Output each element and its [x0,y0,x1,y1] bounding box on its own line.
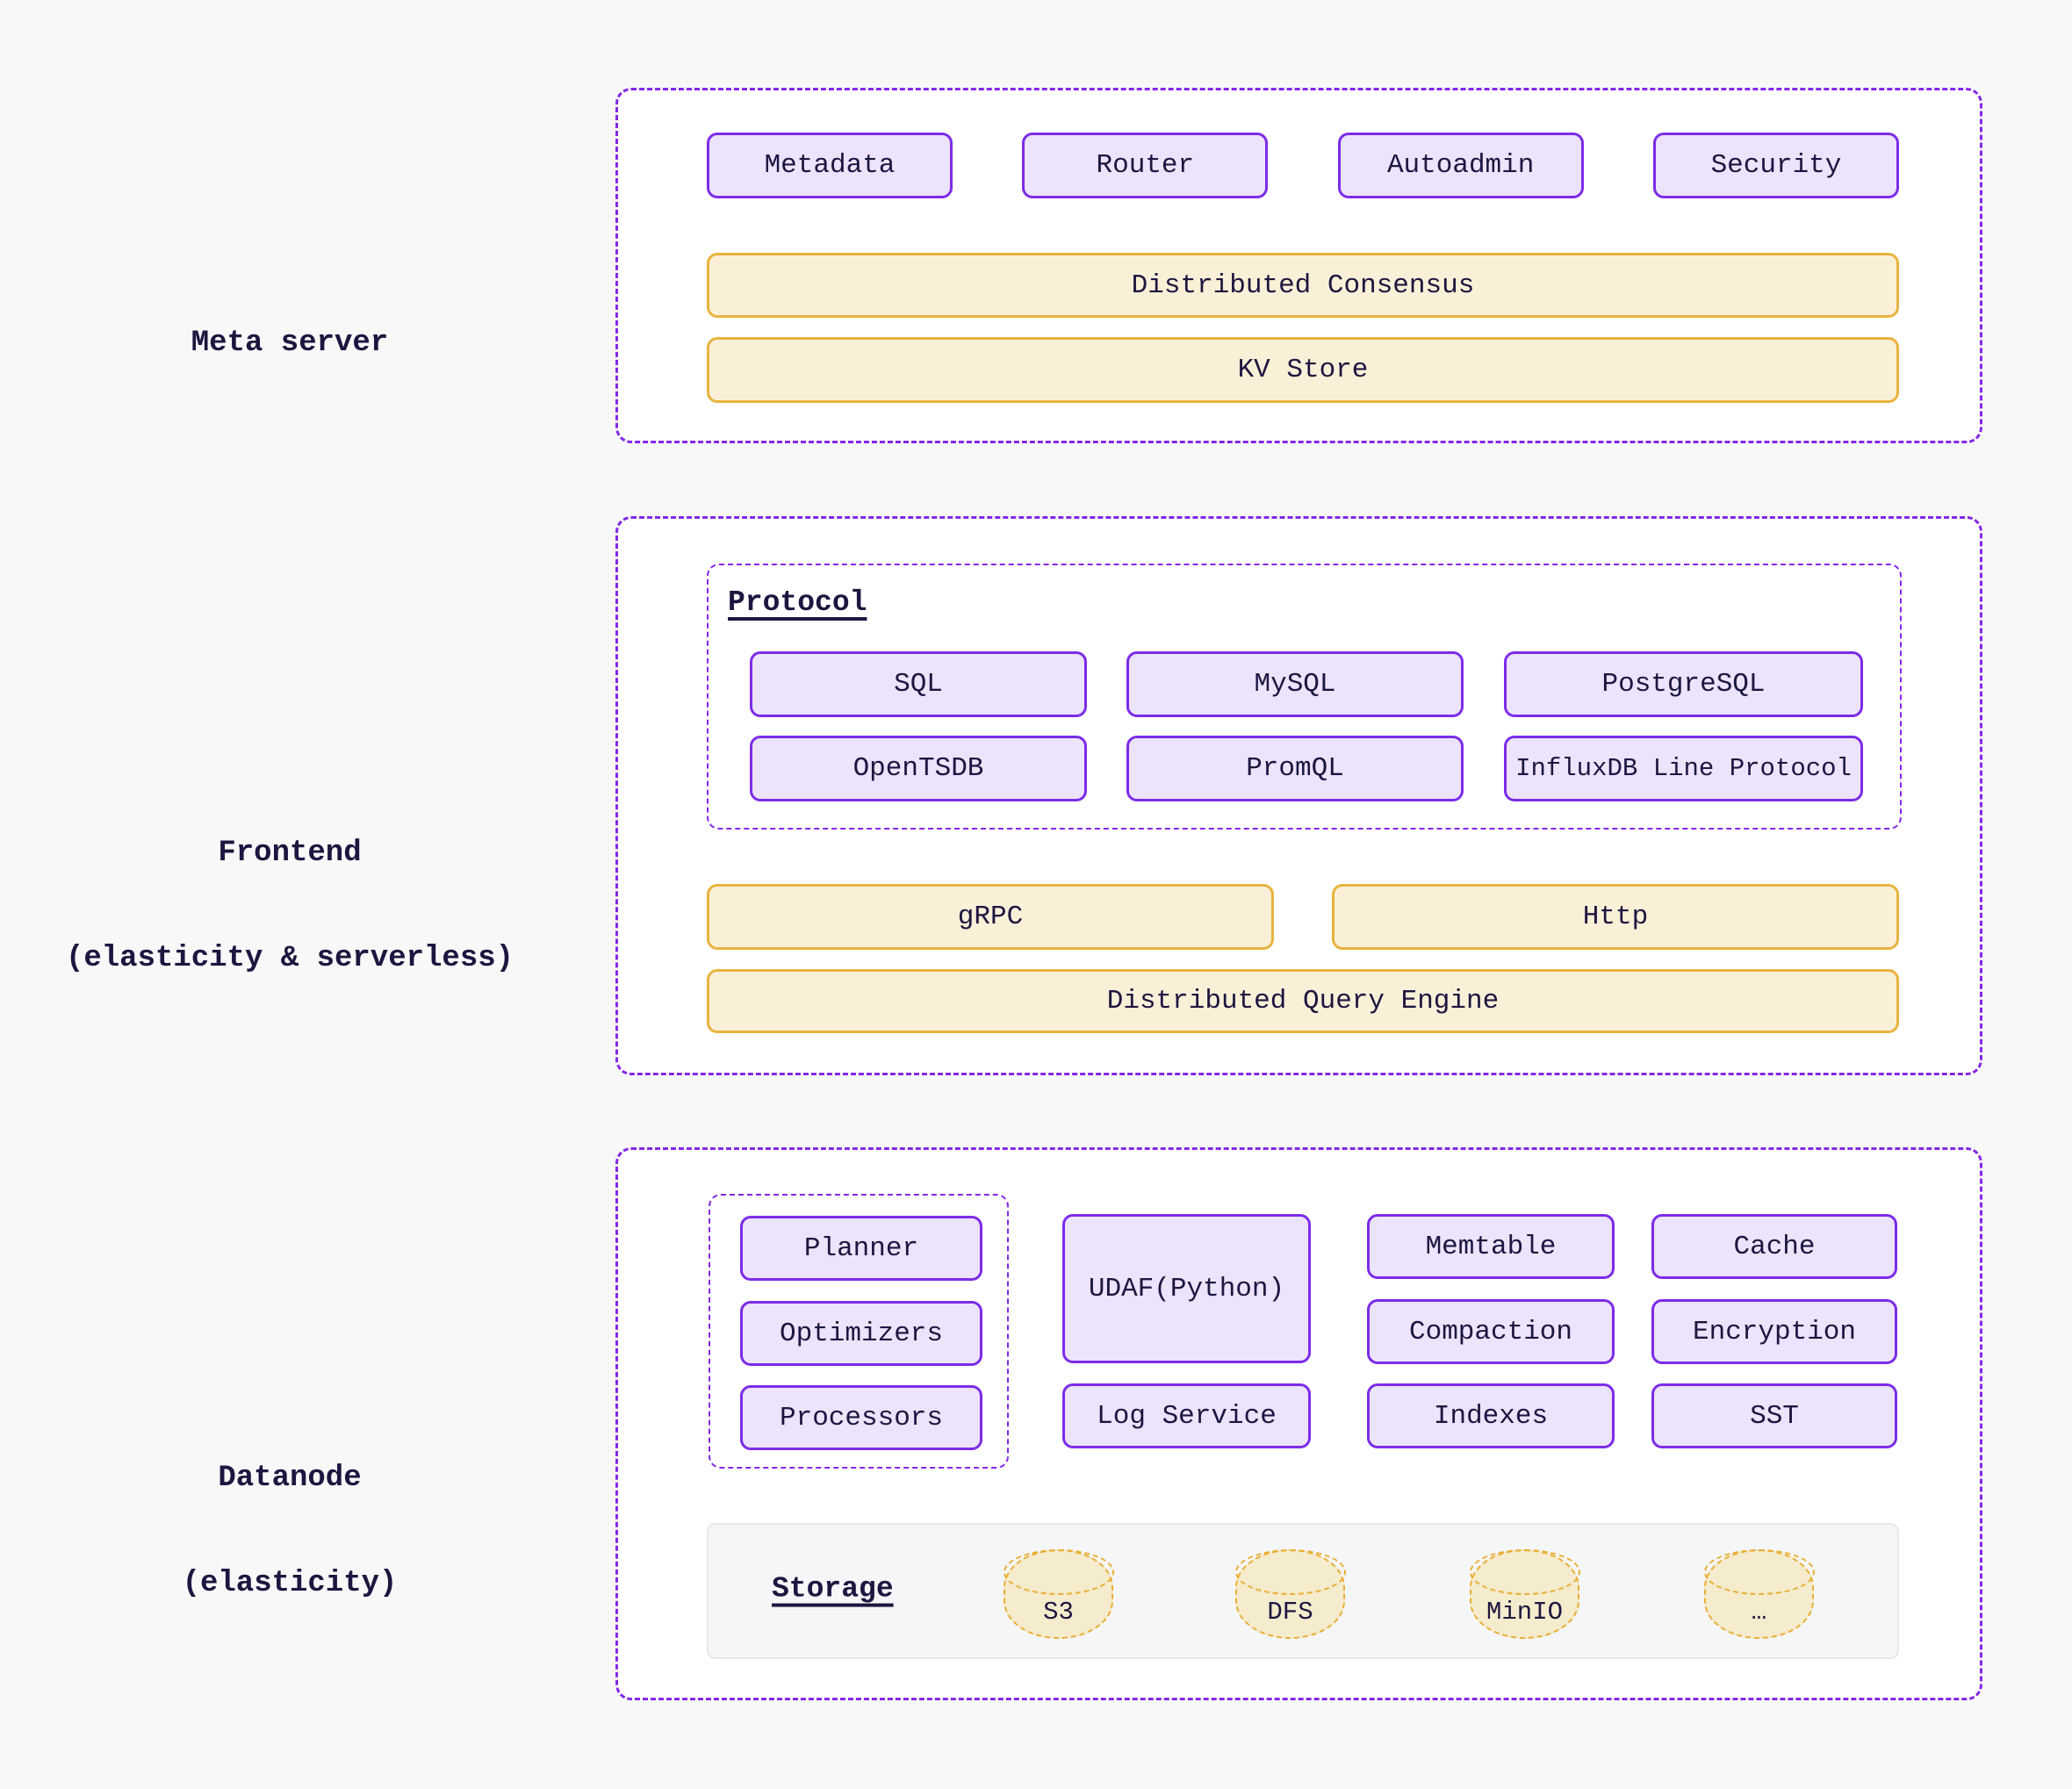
storage-panel: Storage S3 DFS MinIO … [707,1523,1899,1659]
frontend-label: Frontend (elasticity & serverless) [35,765,544,1046]
datanode-section: Planner Optimizers Processors UDAF(Pytho… [615,1147,1982,1700]
node-distributed-consensus: Distributed Consensus [707,253,1899,318]
node-influxdb-line-protocol-label: InfluxDB Line Protocol [1515,754,1852,783]
storage-cylinder-minio: MinIO [1469,1548,1580,1639]
storage-cylinder-minio-label: MinIO [1486,1598,1563,1627]
node-distributed-query-engine: Distributed Query Engine [707,969,1899,1033]
storage-cylinder-dfs: DFS [1234,1548,1346,1639]
node-sql-label: SQL [894,669,943,700]
node-encryption: Encryption [1651,1299,1897,1364]
node-http-label: Http [1582,902,1649,932]
node-compaction: Compaction [1367,1299,1615,1364]
node-security-label: Security [1710,150,1842,181]
meta-server-label-text: Meta server [191,327,389,360]
node-security: Security [1652,133,1899,198]
node-planner: Planner [740,1216,982,1281]
meta-server-section: Metadata Router Autoadmin Security Distr… [615,88,1982,443]
node-indexes-label: Indexes [1433,1400,1549,1432]
node-log-service: Log Service [1062,1383,1311,1448]
node-postgresql: PostgreSQL [1504,651,1863,717]
frontend-section: Protocol SQL MySQL PostgreSQL OpenTSDB P… [615,516,1982,1075]
datanode-label-line1: Datanode [218,1462,362,1495]
cylinder-top-ellipse [1234,1548,1346,1595]
cylinder-top-ellipse [1003,1548,1114,1595]
node-opentsdb-label: OpenTSDB [853,753,984,784]
cylinder-top-ellipse [1469,1548,1580,1595]
cylinder-top-ellipse [1703,1548,1815,1595]
node-encryption-label: Encryption [1692,1316,1857,1347]
node-distributed-consensus-label: Distributed Consensus [1131,269,1475,301]
node-optimizers-label: Optimizers [779,1318,944,1349]
node-sst-label: SST [1750,1400,1799,1432]
storage-cylinder-other-label: … [1751,1598,1767,1627]
node-autoadmin-label: Autoadmin [1386,150,1535,181]
node-processors-label: Processors [779,1402,944,1433]
node-memtable-label: Memtable [1425,1231,1557,1262]
node-kv-store-label: KV Store [1237,355,1369,385]
node-metadata: Metadata [707,133,953,198]
node-distributed-query-engine-label: Distributed Query Engine [1106,986,1500,1017]
node-influxdb-line-protocol: InfluxDB Line Protocol [1504,736,1863,801]
node-compaction-label: Compaction [1408,1316,1573,1347]
node-sst: SST [1651,1383,1897,1448]
storage-title: Storage [772,1572,894,1606]
datanode-label-line2: (elasticity) [182,1567,398,1600]
node-indexes: Indexes [1367,1383,1615,1448]
node-opentsdb: OpenTSDB [750,736,1087,801]
node-planner-label: Planner [803,1232,919,1264]
datanode-label: Datanode (elasticity) [35,1390,544,1671]
frontend-label-line2: (elasticity & serverless) [65,942,514,975]
node-cache-label: Cache [1733,1231,1816,1262]
node-cache: Cache [1651,1214,1897,1279]
node-grpc-label: gRPC [957,902,1024,932]
node-processors: Processors [740,1385,982,1450]
node-promql-label: PromQL [1246,753,1344,784]
meta-server-label: Meta server [35,255,544,431]
frontend-label-line1: Frontend [218,837,362,870]
node-postgresql-label: PostgreSQL [1601,669,1766,700]
node-udaf-python-label: UDAF(Python) [1088,1273,1285,1304]
node-udaf-python: UDAF(Python) [1062,1214,1311,1363]
node-http: Http [1332,884,1899,950]
node-sql: SQL [750,651,1087,717]
node-autoadmin: Autoadmin [1337,133,1584,198]
node-router-label: Router [1096,150,1195,181]
storage-cylinder-dfs-label: DFS [1267,1598,1313,1627]
node-metadata-label: Metadata [764,150,896,181]
node-mysql-label: MySQL [1254,669,1336,700]
storage-cylinder-other: … [1703,1548,1815,1639]
meta-services-row: Metadata Router Autoadmin Security [707,133,1899,198]
storage-cylinder-s3-label: S3 [1043,1598,1074,1627]
node-kv-store: KV Store [707,337,1899,403]
node-router: Router [1022,133,1269,198]
protocol-group-title: Protocol [728,586,867,619]
protocol-group: Protocol SQL MySQL PostgreSQL OpenTSDB P… [707,564,1902,830]
storage-cylinder-s3: S3 [1003,1548,1114,1639]
node-optimizers: Optimizers [740,1301,982,1366]
node-memtable: Memtable [1367,1214,1615,1279]
query-planning-group: Planner Optimizers Processors [709,1194,1009,1469]
node-grpc: gRPC [707,884,1274,950]
node-mysql: MySQL [1126,651,1464,717]
node-log-service-label: Log Service [1097,1400,1277,1432]
node-promql: PromQL [1126,736,1464,801]
